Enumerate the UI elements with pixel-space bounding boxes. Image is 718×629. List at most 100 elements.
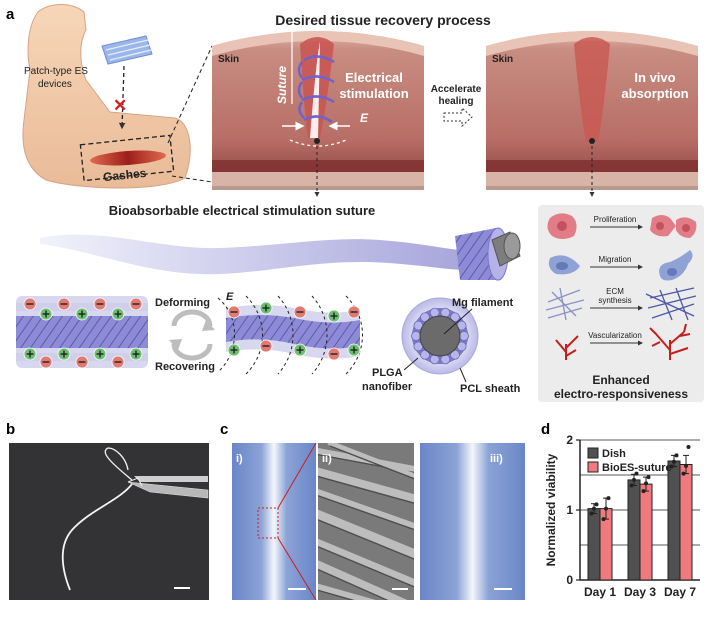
nanofiber-shadow (318, 519, 414, 560)
bar-dish (587, 508, 601, 581)
plus-charge-icon (57, 347, 71, 361)
charges-left (23, 297, 143, 369)
minus-charge-icon (293, 305, 307, 319)
minus-charge-icon (39, 355, 53, 369)
arm-illustration (22, 4, 191, 189)
deforming-label: Deforming (155, 297, 210, 309)
zoom-line-top (167, 45, 213, 144)
bar-bioes-suture (679, 464, 693, 581)
minus-charge-icon (93, 297, 107, 311)
deform-right-strand (217, 295, 363, 375)
plus-charge-icon (129, 347, 143, 361)
plus-charge-icon (259, 301, 273, 315)
suture-strand (40, 227, 521, 281)
minus-charge-icon (23, 297, 37, 311)
x-tick-label: Day 7 (664, 585, 696, 599)
mg-filament-label: Mg filament (452, 297, 513, 309)
skin-label-left: Skin (218, 54, 239, 65)
nanofiber (327, 443, 414, 479)
micrograph-i (232, 442, 317, 601)
nanofiber (318, 560, 408, 600)
panel-label-c: c (220, 421, 228, 438)
migration-row (548, 250, 693, 281)
data-point (686, 445, 691, 449)
minus-charge-icon (57, 297, 71, 311)
data-point (606, 496, 611, 501)
bar-dish (627, 479, 641, 581)
e-field-label-2: E (226, 291, 234, 303)
gash-wound (90, 150, 166, 166)
nanofiber (318, 488, 414, 530)
e-field-label: E (360, 111, 369, 125)
data-point (672, 459, 676, 464)
process-step-label: Proliferation (594, 215, 637, 224)
electrical-stim-1: Electrical (345, 70, 403, 85)
zoom-line-1 (277, 442, 317, 509)
x-tick-label: Day 3 (624, 585, 656, 599)
invivo-2: absorption (621, 86, 688, 101)
plus-charge-icon (111, 307, 125, 321)
mg-pointer (443, 308, 473, 335)
data-point (674, 453, 679, 458)
process-box (538, 205, 704, 402)
y-tick-label: 2 (566, 433, 573, 447)
micrograph-ii (318, 443, 414, 600)
zoom-box (257, 507, 279, 539)
plga-label-2: nanofiber (362, 381, 413, 393)
minus-charge-icon (75, 355, 89, 369)
process-step-label: Vascularization (588, 331, 642, 340)
process-step-label: Migration (599, 255, 632, 264)
minus-charge-icon (327, 347, 341, 361)
bar-bioes-suture (639, 483, 653, 581)
accelerate-1: Accelerate (431, 84, 482, 95)
top-title: Desired tissue recovery process (275, 12, 491, 28)
data-point (681, 471, 686, 476)
gash-box (79, 134, 175, 182)
cross-section (401, 297, 479, 375)
data-point (684, 463, 688, 468)
bioabsorbable-title: Bioabsorbable electrical stimulation sut… (109, 203, 376, 218)
panel-label-a: a (6, 6, 15, 23)
plga-fiber (420, 312, 430, 323)
nanofiber (318, 509, 414, 559)
sub-label-ii: ii) (322, 453, 332, 465)
data-point (601, 517, 606, 522)
vascular-row (555, 323, 691, 360)
patch-arrow (118, 65, 126, 130)
tissue-block-left (212, 31, 424, 190)
y-axis-label: Normalized viability (544, 453, 558, 566)
plus-charge-icon (39, 307, 53, 321)
data-point (669, 464, 674, 469)
plus-charge-icon (293, 343, 307, 357)
plus-charge-icon (227, 343, 241, 357)
skin-label-right: Skin (492, 54, 513, 65)
data-point (604, 506, 608, 511)
data-point (589, 511, 594, 516)
nanofiber-shadow (318, 494, 414, 531)
data-point (629, 483, 634, 488)
minus-charge-icon (129, 297, 143, 311)
cycle-arrows-icon (169, 309, 215, 361)
pcl-pointer (459, 367, 467, 383)
nanofiber-shadow (318, 475, 414, 504)
cross-mark-icon: ✕ (113, 96, 127, 115)
tissue-block-right (486, 31, 698, 190)
patch-device (101, 35, 153, 65)
micrograph-iii (420, 443, 525, 600)
legend-label: Dish (602, 448, 626, 460)
plus-charge-icon (347, 343, 361, 357)
data-point (592, 506, 596, 511)
y-tick-label: 0 (566, 573, 573, 587)
nanofiber-shadow (318, 545, 414, 588)
plus-charge-icon (93, 347, 107, 361)
photo-needle-holder (9, 443, 209, 600)
plga-fiber (420, 349, 430, 360)
y-tick-label: 1 (566, 503, 573, 517)
enhanced-2: electro-responsiveness (554, 387, 688, 401)
panel-label-b: b (6, 421, 15, 438)
plga-fiber (450, 349, 460, 360)
plus-charge-icon (75, 307, 89, 321)
data-point (632, 477, 636, 482)
